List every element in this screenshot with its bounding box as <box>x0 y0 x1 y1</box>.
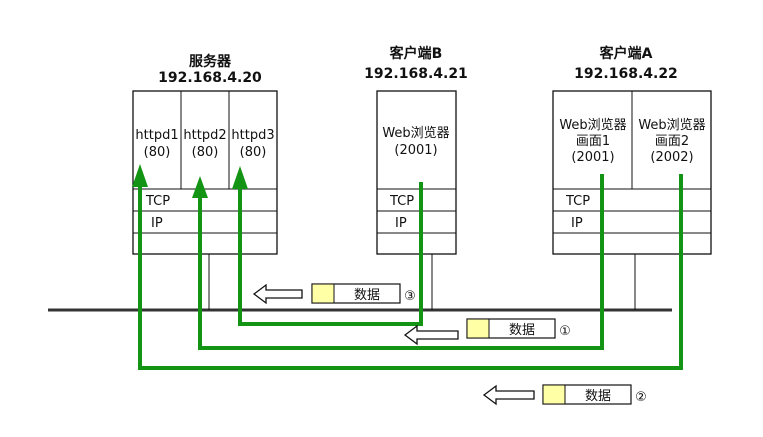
flow-clientb-httpd3 <box>238 182 423 326</box>
packet-3-label: 数据 <box>354 288 380 303</box>
server-tcp-label: TCP <box>145 194 170 209</box>
packet-header <box>466 318 490 339</box>
packet-2-number: ② <box>635 390 647 405</box>
flow-clienta2-httpd1 <box>138 174 683 370</box>
process-httpd1-name: httpd1 <box>135 128 178 143</box>
server-title: 服务器 <box>189 53 232 70</box>
process-httpd3-port: (80) <box>240 145 267 160</box>
client-a-app2-name: Web浏览器 <box>638 117 705 133</box>
client-a-app2-screen: 画面2 <box>655 134 689 149</box>
client-a-app1-name: Web浏览器 <box>559 117 626 133</box>
client-b-box <box>376 90 457 255</box>
packet-1-label: 数据 <box>509 323 535 338</box>
flow-arrowhead-httpd3 <box>232 166 248 189</box>
client-b-ip: 192.168.4.21 <box>364 66 468 82</box>
client-a-app1-port: (2001) <box>571 150 614 165</box>
packet-2: 数据 ② <box>482 384 647 406</box>
server-ip-label: IP <box>151 216 163 231</box>
left-arrow-icon <box>252 283 303 305</box>
flow-arrowhead-httpd1 <box>132 164 148 187</box>
client-a-ip-label: IP <box>571 216 583 231</box>
flow-clienta1-httpd2 <box>198 174 604 350</box>
client-a-app2-port: (2002) <box>650 150 693 165</box>
packet-1-number: ① <box>559 324 571 339</box>
process-httpd2-port: (80) <box>192 145 219 160</box>
client-b-port: (2001) <box>394 143 437 158</box>
process-httpd3-name: httpd3 <box>231 128 274 143</box>
client-a-ip: 192.168.4.22 <box>574 66 678 82</box>
packet-2-label: 数据 <box>585 389 611 404</box>
client-a-title: 客户端A <box>599 45 653 62</box>
client-a-tcp-label: TCP <box>565 194 590 209</box>
packet-header <box>311 283 335 304</box>
server-box <box>132 90 278 255</box>
client-a-app1-screen: 画面1 <box>576 134 610 149</box>
client-b-title: 客户端B <box>389 45 443 62</box>
client-b-tcp-label: TCP <box>389 194 414 209</box>
server-node: 服务器 192.168.4.20 httpd1 (80) httpd2 (80)… <box>132 53 278 310</box>
flow-arrowhead-httpd2 <box>192 176 208 198</box>
server-ip: 192.168.4.20 <box>158 70 262 86</box>
client-b-node: 客户端B 192.168.4.21 Web浏览器 (2001) TCP IP <box>364 45 468 310</box>
client-a-node: 客户端A 192.168.4.22 Web浏览器 画面1 (2001) Web浏… <box>552 45 712 310</box>
process-httpd2-name: httpd2 <box>183 128 226 143</box>
client-b-ip-label: IP <box>395 216 407 231</box>
packet-3-number: ③ <box>404 289 416 304</box>
left-arrow-icon <box>482 384 535 406</box>
left-arrow-icon <box>403 324 459 346</box>
process-httpd1-port: (80) <box>144 145 171 160</box>
packet-1: 数据 ① <box>403 318 571 346</box>
packet-3: 数据 ③ <box>252 283 416 305</box>
packet-header <box>542 384 566 405</box>
client-b-app: Web浏览器 <box>382 125 449 141</box>
